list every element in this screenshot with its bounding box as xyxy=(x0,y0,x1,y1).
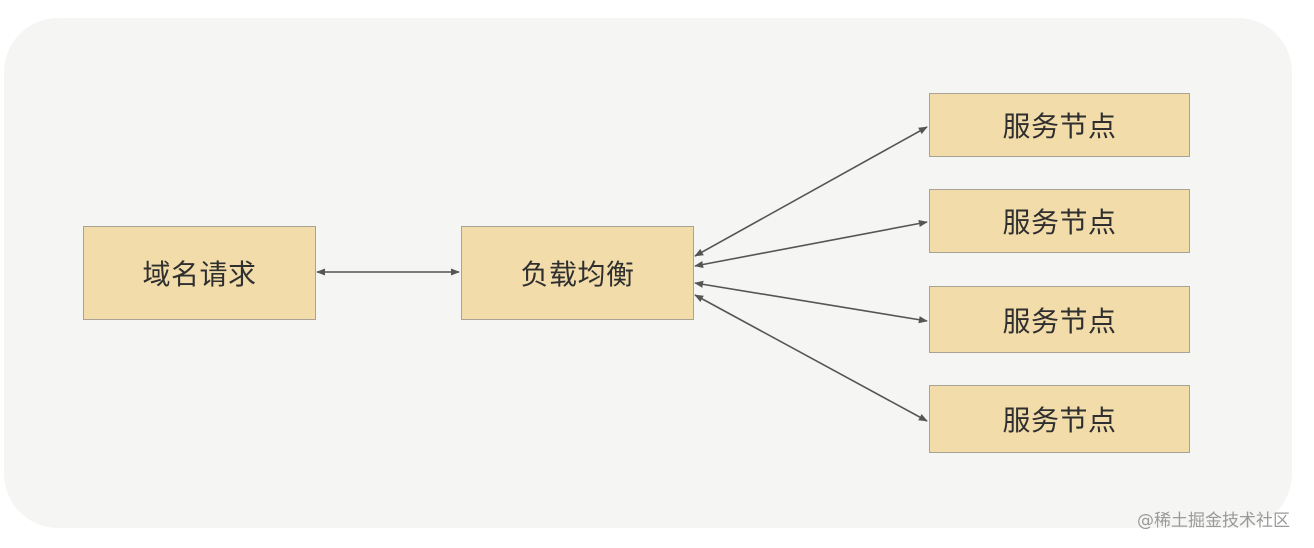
edge-balancer-to-service-3 xyxy=(694,280,928,324)
load-balancer-node: 负载均衡 xyxy=(461,226,694,320)
watermark-text: @稀土掘金技术社区 xyxy=(1137,511,1290,531)
service-node-1: 服务节点 xyxy=(929,93,1190,157)
service-node-label: 服务节点 xyxy=(1002,110,1117,143)
service-node-label: 服务节点 xyxy=(1002,206,1117,239)
domain-request-node: 域名请求 xyxy=(83,226,316,320)
edge-balancer-to-service-4 xyxy=(694,294,928,422)
service-node-3: 服务节点 xyxy=(929,286,1190,353)
domain-request-label: 域名请求 xyxy=(142,258,257,291)
service-node-2: 服务节点 xyxy=(929,189,1190,253)
service-node-label: 服务节点 xyxy=(1002,304,1117,338)
edge-balancer-to-service-1 xyxy=(694,126,928,257)
load-balancer-label: 负载均衡 xyxy=(520,258,635,291)
service-node-label: 服务节点 xyxy=(1002,404,1117,437)
edge-balancer-to-service-2 xyxy=(694,219,928,269)
service-node-4: 服务节点 xyxy=(929,385,1190,453)
